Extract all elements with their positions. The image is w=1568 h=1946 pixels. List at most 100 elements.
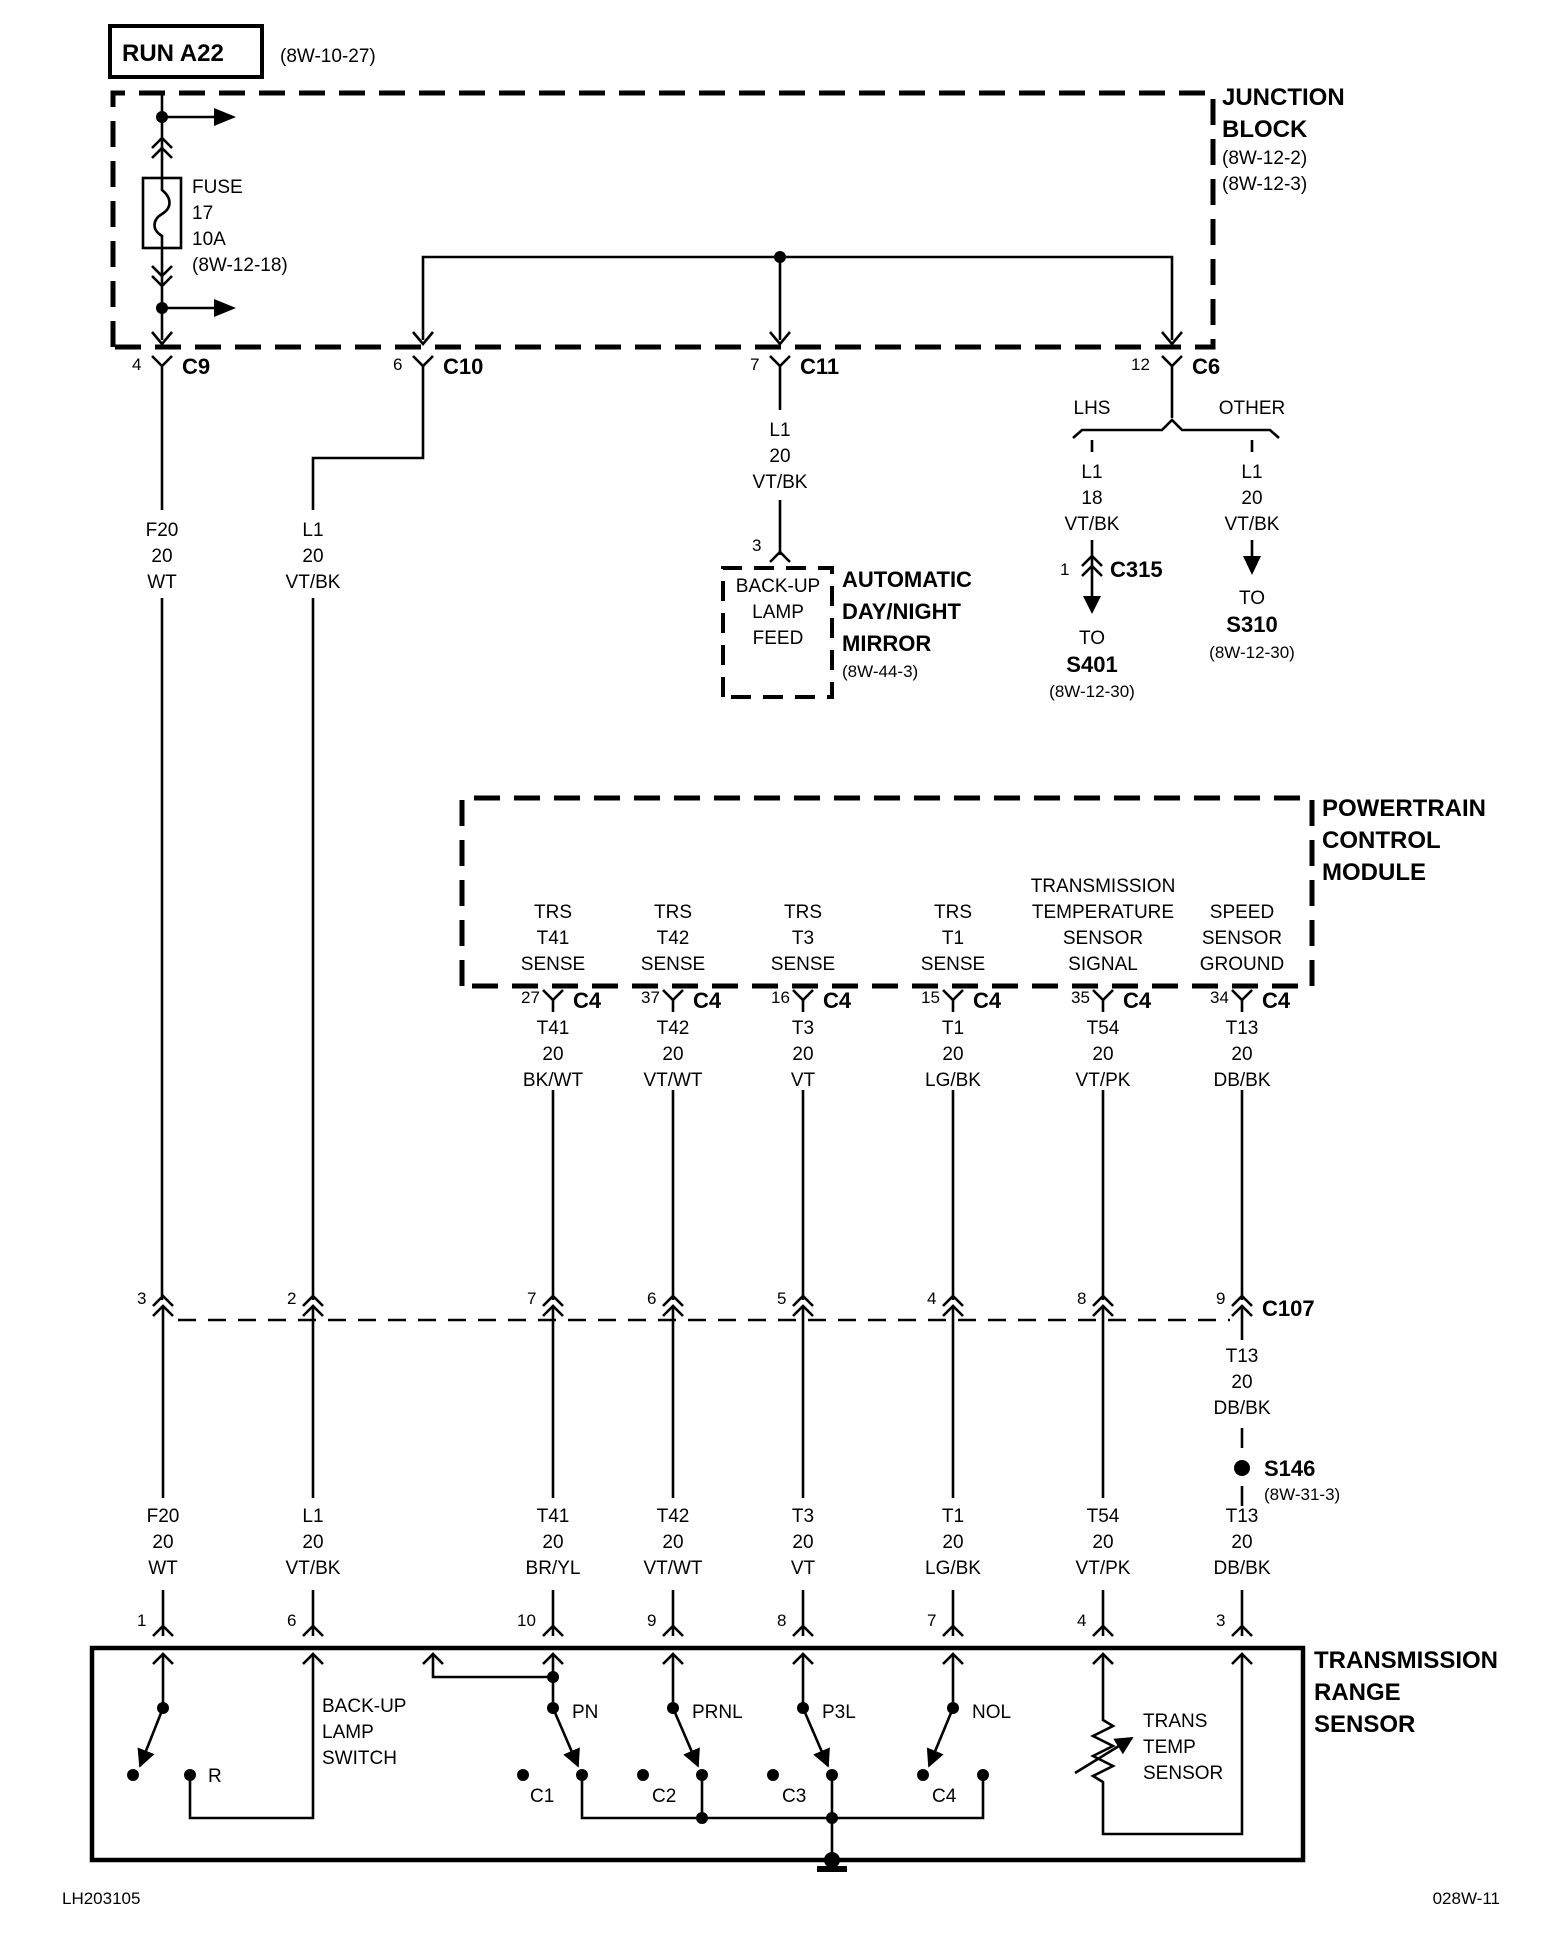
ground-icon — [817, 1866, 847, 1872]
inline-connector-icon — [151, 136, 173, 159]
temp-sensor-label-3: SENSOR — [1143, 1763, 1223, 1784]
splice-ref: (8W-31-3) — [1264, 1485, 1340, 1504]
wire-label: T1 — [942, 1506, 964, 1527]
mirror-pin: 3 — [752, 536, 761, 555]
jb-connector-c6: 12 C6 — [1131, 354, 1220, 379]
pcm-function-label: SENSE — [641, 954, 705, 975]
wire-label: 20 — [662, 1044, 683, 1065]
splice-name: S146 — [1264, 1456, 1315, 1481]
wire-label: 20 — [1241, 488, 1262, 509]
wire-label: 20 — [302, 1532, 323, 1553]
wire-label: VT/PK — [1076, 1070, 1131, 1091]
connector-pin: 27 — [521, 988, 540, 1007]
wire-label: T13 — [1226, 1346, 1259, 1367]
backup-switch-label-3: SWITCH — [322, 1748, 397, 1769]
wire-label: VT/WT — [643, 1558, 702, 1579]
connector-pin: 6 — [287, 1611, 296, 1630]
wire-label: DB/BK — [1213, 1070, 1270, 1091]
wire-label-l1-mirror: L1 20 VT/BK — [753, 420, 808, 493]
connector-name: C4 — [973, 988, 1002, 1013]
trans-temp-sensor: TRANS TEMP SENSOR — [1074, 1654, 1244, 1836]
connector-icon — [792, 1624, 814, 1637]
pcm-function-label: GROUND — [1200, 954, 1284, 975]
wire-label: VT/BK — [1065, 514, 1120, 535]
connector-icon — [1231, 989, 1253, 1002]
powertrain-control-module: POWERTRAIN CONTROL MODULE — [459, 795, 1486, 989]
wire-label: DB/BK — [1213, 1558, 1270, 1579]
contact-label: C4 — [932, 1786, 957, 1807]
wire-label: T13 — [1226, 1018, 1259, 1039]
wire-label: T13 — [1226, 1506, 1259, 1527]
destination-ref: (8W-12-30) — [1209, 643, 1295, 662]
lower-wires: F2020WT1L120VT/BK6T4120BR/YL10T4220VT/WT… — [137, 1506, 1271, 1637]
connector-pin: 4 — [927, 1289, 936, 1308]
svg-text:20: 20 — [769, 446, 790, 467]
branch-lhs-label: LHS — [1074, 398, 1111, 419]
wire-label: L1 — [1241, 462, 1262, 483]
svg-text:20: 20 — [302, 546, 323, 567]
arrow-down-icon — [1243, 556, 1261, 575]
backup-switch-label-1: BACK-UP — [322, 1696, 406, 1717]
pcm-function-label: TRANSMISSION — [1031, 876, 1176, 897]
footer-right: 028W-11 — [1433, 1889, 1500, 1908]
backup-switch-label-2: LAMP — [322, 1722, 374, 1743]
connector-name: C6 — [1192, 354, 1220, 379]
jb-connector-c10: 6 C10 — [393, 354, 483, 379]
pcm-function-label: SPEED — [1210, 902, 1274, 923]
wire-label: 20 — [942, 1532, 963, 1553]
svg-text:L1: L1 — [769, 420, 790, 441]
svg-text:WT: WT — [147, 572, 177, 593]
arrow-right-icon — [214, 299, 236, 317]
pcm-function-label: T3 — [792, 928, 814, 949]
connector-icon — [152, 1624, 174, 1637]
connector-name: C4 — [693, 988, 722, 1013]
backup-contact-r: R — [208, 1766, 222, 1787]
wire-label: 20 — [1231, 1372, 1252, 1393]
arrow-right-icon — [214, 108, 236, 126]
wire-label: 20 — [1231, 1044, 1252, 1065]
connector-icon — [302, 1624, 324, 1637]
mirror-inner-2: LAMP — [752, 602, 804, 623]
wire-label: 20 — [662, 1532, 683, 1553]
connector-pin: 10 — [517, 1611, 536, 1630]
svg-text:20: 20 — [151, 546, 172, 567]
wire-label: WT — [148, 1558, 178, 1579]
connector-pin: 6 — [393, 355, 402, 374]
inline-connector-icon — [151, 265, 173, 288]
svg-text:VT/BK: VT/BK — [753, 472, 808, 493]
connector-icon — [942, 1624, 964, 1637]
connector-pin: 4 — [132, 355, 141, 374]
wire-label: T42 — [657, 1018, 690, 1039]
wire-label: VT/WT — [643, 1070, 702, 1091]
mirror-title-3: MIRROR — [842, 631, 931, 656]
connector-icon — [542, 1624, 564, 1637]
pcm-function-label: T41 — [537, 928, 570, 949]
connector-c107: C107 — [178, 1296, 1315, 1322]
mirror-title-1: AUTOMATIC — [842, 567, 972, 592]
mirror-title-2: DAY/NIGHT — [842, 599, 962, 624]
connector-icon — [662, 1624, 684, 1637]
wire-label: 20 — [152, 1532, 173, 1553]
wire-label: T1 — [942, 1018, 964, 1039]
c107-pin: 5 — [777, 1289, 814, 1498]
connector-name: C4 — [1262, 988, 1291, 1013]
switch-label: PRNL — [692, 1702, 743, 1723]
wire-label: 20 — [792, 1044, 813, 1065]
trs-title-2: RANGE — [1314, 1679, 1401, 1706]
pcm-function-label: T1 — [942, 928, 964, 949]
branch-other-label: OTHER — [1219, 398, 1286, 419]
wire-label: 20 — [542, 1044, 563, 1065]
to-label: TO — [1239, 588, 1265, 609]
junction-block: JUNCTION BLOCK (8W-12-2) (8W-12-3) FUSE … — [110, 84, 1345, 350]
wire-label: T41 — [537, 1018, 570, 1039]
